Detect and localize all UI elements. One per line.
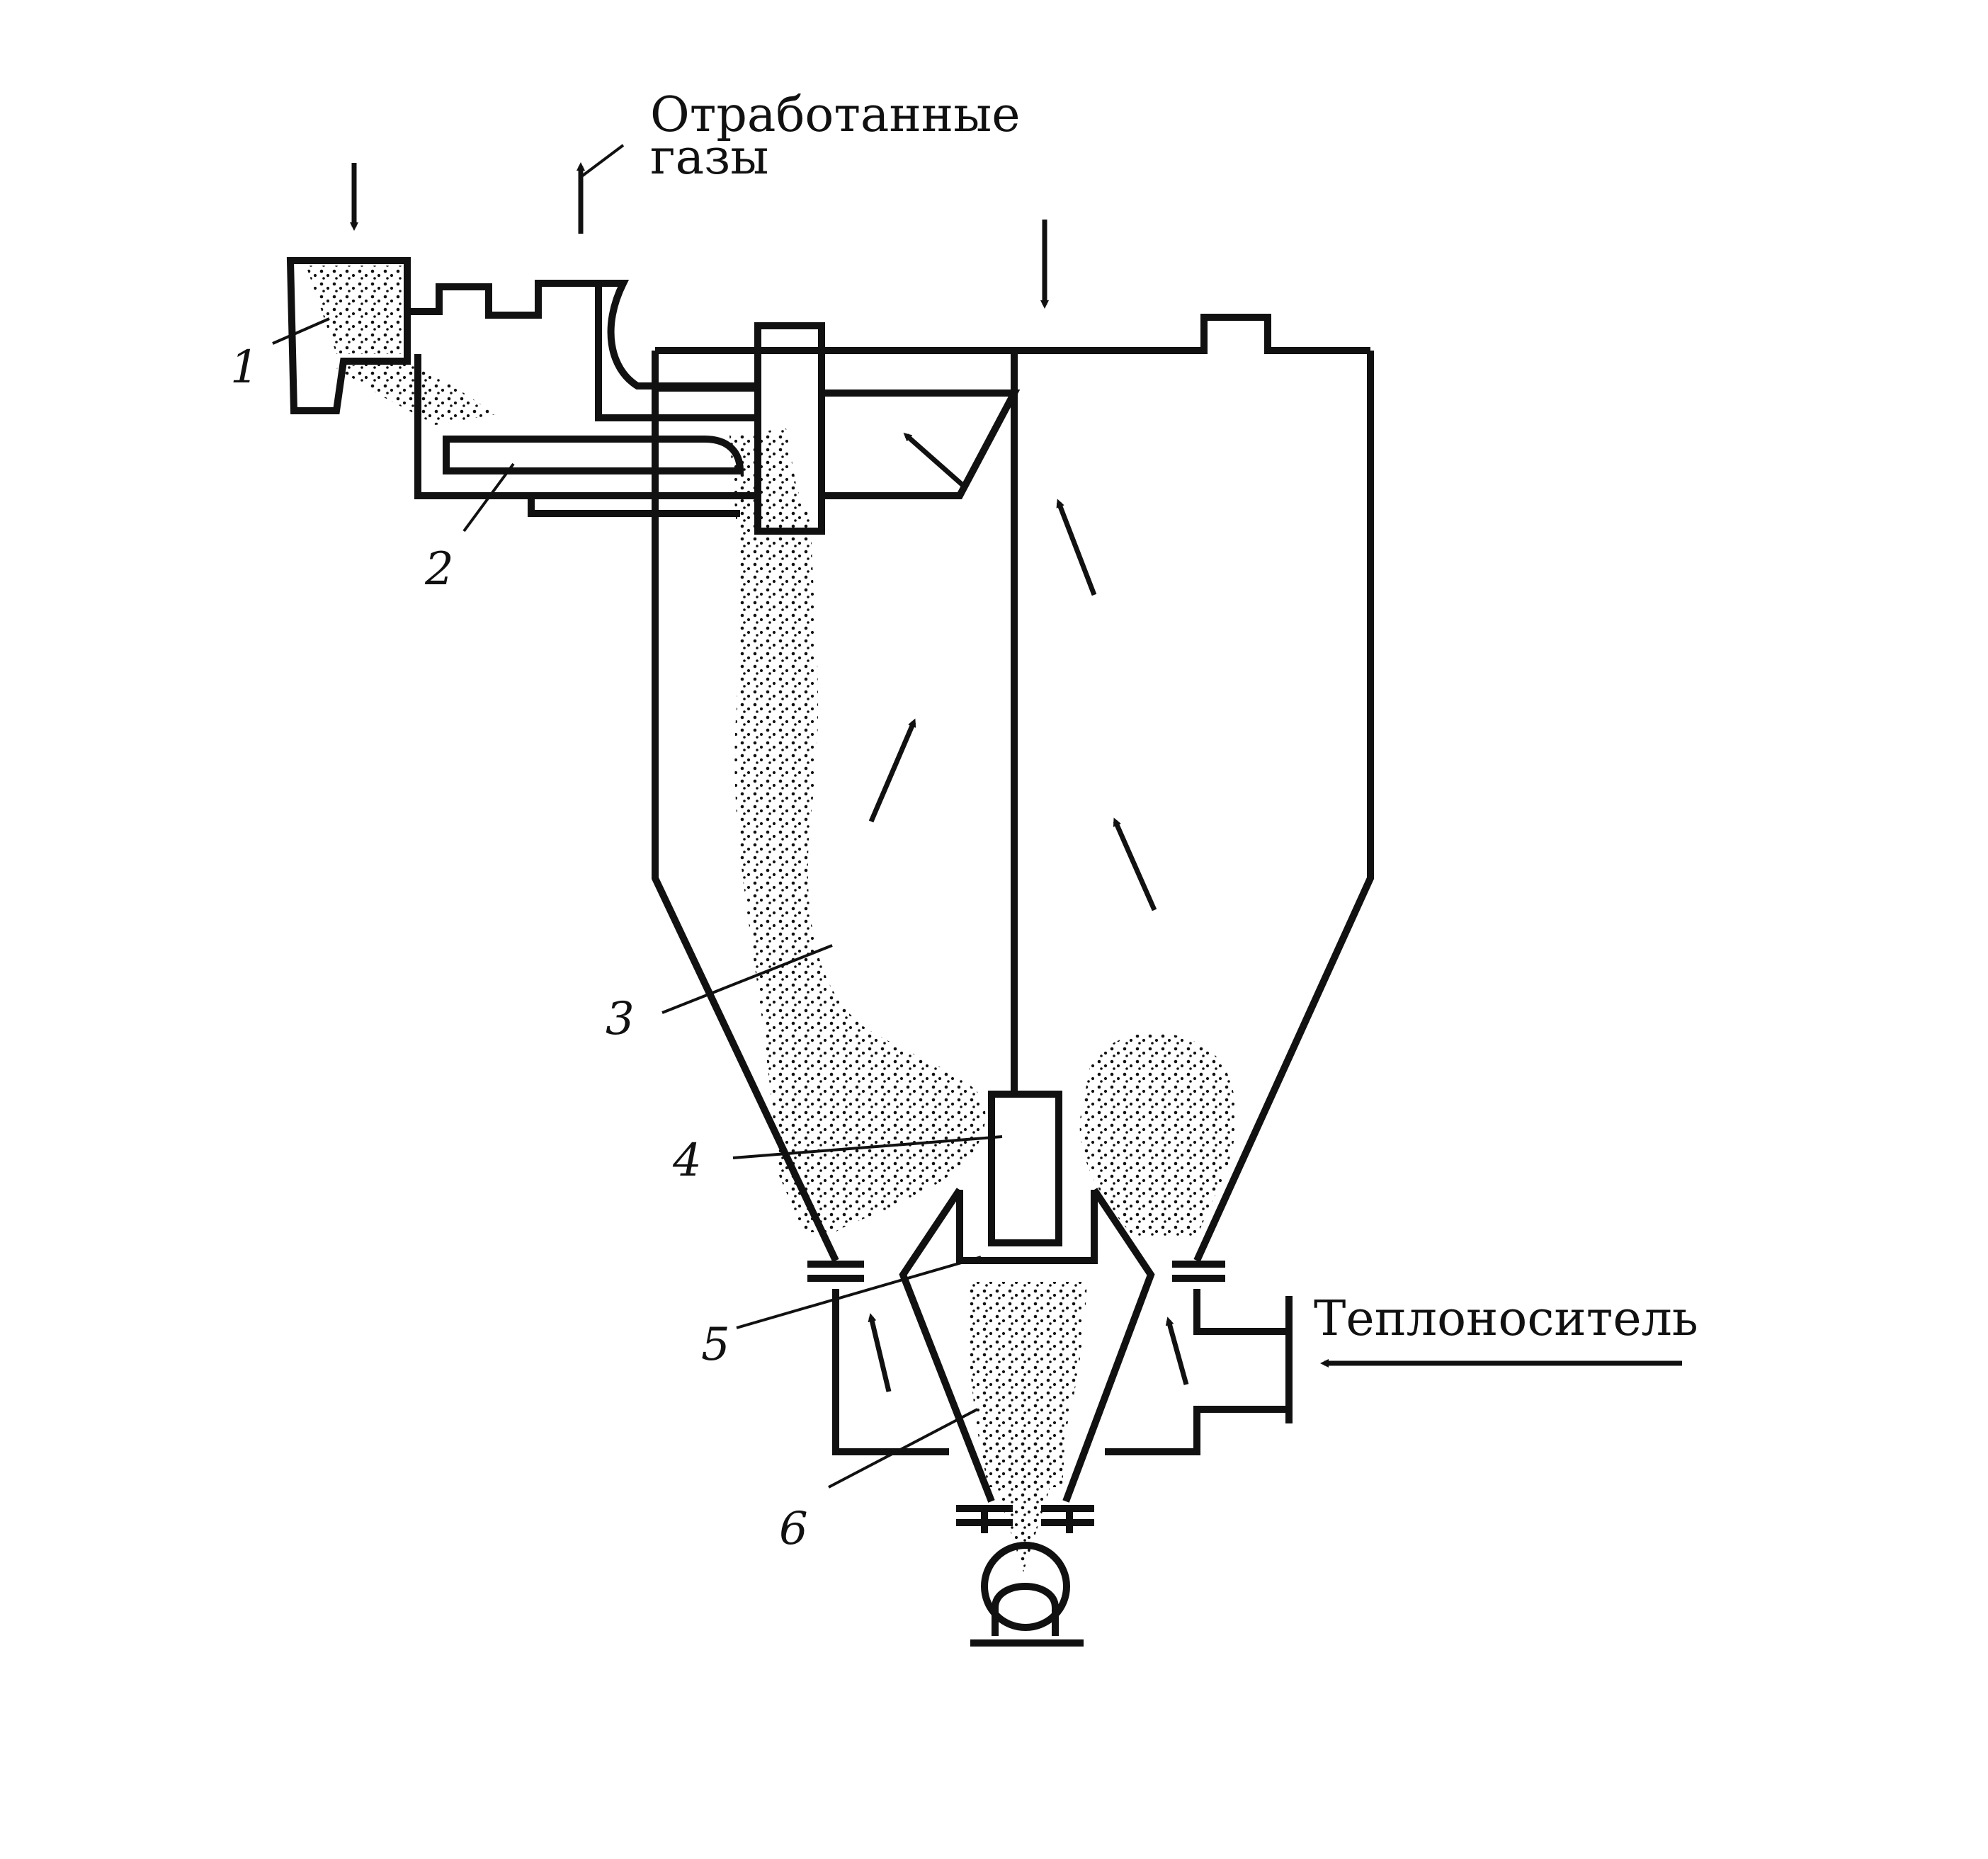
exhaust-outlet [538,280,758,390]
callout-6: 6 [779,1503,808,1555]
chamber-top [655,314,1370,354]
callout-1: 1 [230,341,259,394]
rotary-valve [981,1542,1070,1631]
exhaust-leader [579,144,625,178]
feeder-screw [443,436,744,474]
flanges [807,1261,1293,1647]
distributor [988,1091,1062,1246]
equipment-outline [286,257,1374,1636]
exhaust-label-line2: газы [650,130,768,186]
feed-hopper [286,257,411,414]
callout-leaders [272,317,1003,1489]
heat-carrier-label: Теплоноситель [1314,1291,1698,1347]
particle-stipple [306,266,1237,1572]
right-wall [1193,351,1374,1263]
callout-2: 2 [424,543,454,596]
inner-tray [956,1190,1098,1264]
exhaust-label-line1: Отработанные [650,87,1020,143]
feed-pipe [754,322,825,535]
callout-5: 5 [701,1319,730,1371]
callout-3: 3 [606,993,635,1045]
flow-arrows [350,162,1682,1392]
callout-4: 4 [672,1135,702,1187]
left-wall [652,388,839,1263]
gas-chamber [832,1289,949,1455]
